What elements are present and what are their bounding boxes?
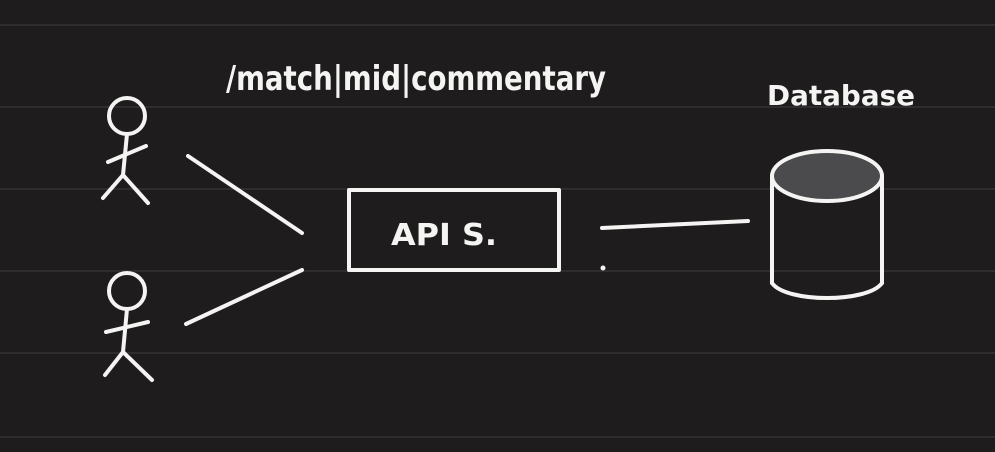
- ruled-line: [0, 24, 995, 26]
- user2-to-api-connector: [184, 268, 304, 326]
- api-server-box: [347, 188, 561, 272]
- api-to-database-connector: [600, 219, 750, 230]
- database-label: Database: [767, 79, 915, 112]
- ruled-line: [0, 352, 995, 354]
- stray-ink-dot: [600, 265, 606, 271]
- user1-to-api-connector: [186, 154, 304, 235]
- endpoint-label: /match|mid|commentary: [226, 59, 606, 99]
- ruled-line: [0, 436, 995, 438]
- api-server-label: API S.: [391, 218, 497, 253]
- user-stick-figure-icon: [101, 96, 150, 205]
- user-stick-figure-icon: [103, 271, 154, 382]
- ruled-line: [0, 106, 995, 108]
- database-cylinder-icon: [770, 149, 884, 300]
